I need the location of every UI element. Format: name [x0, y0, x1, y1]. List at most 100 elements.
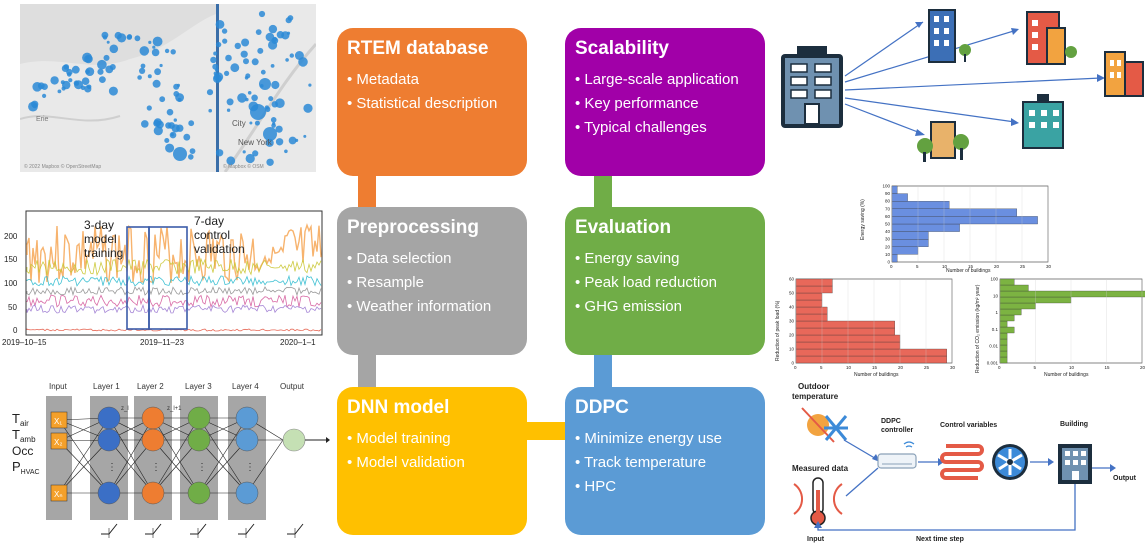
bar: [999, 338, 1008, 346]
dnn-neuron: [141, 406, 165, 430]
x-tick-label: 5: [1034, 365, 1037, 370]
ts-series-line: [26, 285, 322, 297]
map-dot: [189, 148, 196, 155]
map-dot: [159, 63, 163, 68]
map-dot: [126, 34, 132, 40]
map-dot: [268, 24, 278, 34]
map-dot: [234, 42, 241, 50]
bar: [999, 332, 1008, 340]
map-dot: [165, 143, 175, 153]
map-dot: [206, 89, 214, 96]
y-tick-label: 10: [993, 293, 999, 298]
map-dot: [259, 78, 271, 90]
window-icon: [814, 89, 832, 99]
ts-series-line: [26, 303, 322, 314]
x-tick-label: 10: [1069, 365, 1075, 370]
x-tick-label: 0: [998, 365, 1001, 370]
map-dot: [151, 48, 160, 57]
hdr-layer1: Layer 1: [93, 382, 120, 391]
control-vars-label: Control variables: [940, 422, 997, 429]
map-dot: [105, 65, 114, 74]
bar: [999, 290, 1145, 298]
bar: [795, 292, 823, 301]
x-tick-label: 15: [968, 264, 974, 269]
map-dot: [245, 73, 251, 79]
map-dot: [32, 103, 38, 109]
ts-series-line: [26, 257, 322, 277]
map-dot: [213, 51, 218, 56]
map-dot: [254, 120, 260, 126]
map-dot: [154, 68, 162, 76]
map-dot: [265, 32, 275, 42]
map-dot: [139, 46, 150, 56]
dnn-neuron: [187, 406, 211, 430]
outdoor-label-2: temperature: [792, 392, 839, 401]
thermometer-icon: [793, 477, 843, 526]
y-tick-label: 0: [791, 361, 794, 366]
window-icon: [790, 63, 808, 73]
input-occ: Occ: [12, 444, 33, 458]
scalability-title: Scalability: [575, 38, 669, 59]
chart3-ylabel: Reduction of CO₂ emission (kg/m² year): [975, 284, 981, 373]
map-dot: [303, 134, 307, 138]
dnn-neuron: [235, 481, 259, 505]
validation-window: [148, 226, 188, 330]
map-dot: [170, 49, 176, 55]
connector-prep-dnn: [358, 355, 376, 387]
map-dot: [153, 119, 161, 127]
ellipsis-icon: ⋮: [245, 462, 255, 473]
dnn-edge: [58, 419, 110, 494]
preprocessing-card: Preprocessing Data selection Resample We…: [337, 207, 527, 355]
x-tick-label: 20: [1140, 365, 1145, 370]
map-dot: [50, 76, 59, 85]
ddpc-item-3: HPC: [575, 475, 755, 499]
dnn-edge: [198, 439, 248, 494]
dnn-edge: [152, 417, 200, 494]
map-dot: [99, 76, 106, 83]
ts-series-line: [26, 223, 322, 284]
y-tick-label: 20: [789, 333, 795, 338]
input-node-x1: [50, 411, 68, 429]
dnn-diagram: Input Layer 1 Layer 2 Layer 3 Layer 4 Ou…: [0, 378, 330, 540]
map-dot: [215, 41, 222, 48]
bar: [891, 231, 929, 240]
building-icon-blue: [928, 9, 971, 63]
y-tick-label: 30: [885, 237, 891, 242]
dnn-neuron: [187, 481, 211, 505]
dnn-neuron: [97, 406, 121, 430]
bar: [999, 356, 1008, 364]
scal-item-1: Large-scale application: [575, 68, 755, 92]
source-building-icon: [781, 46, 843, 128]
map-dot: [134, 35, 141, 42]
bar: [795, 278, 833, 287]
controller-icon: [877, 441, 917, 469]
sun-snowflake-icon: [801, 407, 848, 443]
dnn-title: DNN model: [347, 397, 450, 418]
map-credit-right: © Mapbox © OSM: [223, 163, 264, 170]
outdoor-label-1: Outdoor: [798, 382, 830, 391]
map-dot: [255, 29, 262, 35]
chart3-xlabel: Number of buildings: [1044, 372, 1089, 378]
ellipsis-icon: ⋮: [151, 462, 161, 473]
hdr-output: Output: [280, 382, 305, 391]
map-dot: [81, 77, 90, 85]
node-label-x2: X₂: [54, 438, 62, 447]
scal-item-2: Key performance: [575, 92, 755, 116]
map-dot: [268, 96, 274, 102]
map-dot: [240, 50, 248, 58]
dnn-edge: [198, 417, 248, 494]
ts-ytick-150: 150: [4, 255, 18, 264]
annot-train-3: training: [84, 246, 123, 260]
input-labels: Tair Tamb Occ PHVAC: [12, 411, 40, 476]
y-tick-label: 30: [789, 319, 795, 324]
map-dot: [284, 149, 288, 154]
rtem-card: RTEM database Metadata Statistical descr…: [337, 28, 527, 176]
eval-item-3: GHG emission: [575, 295, 755, 319]
dnn-headers: Input Layer 1 Layer 2 Layer 3 Layer 4 Ou…: [49, 382, 305, 391]
map-dot: [74, 80, 83, 90]
map-dots: [28, 10, 313, 166]
annot-train-2: model: [84, 232, 117, 246]
map-dot: [148, 40, 152, 45]
ts-ytick-50: 50: [8, 303, 17, 312]
x-tick-label: 30: [950, 365, 956, 370]
